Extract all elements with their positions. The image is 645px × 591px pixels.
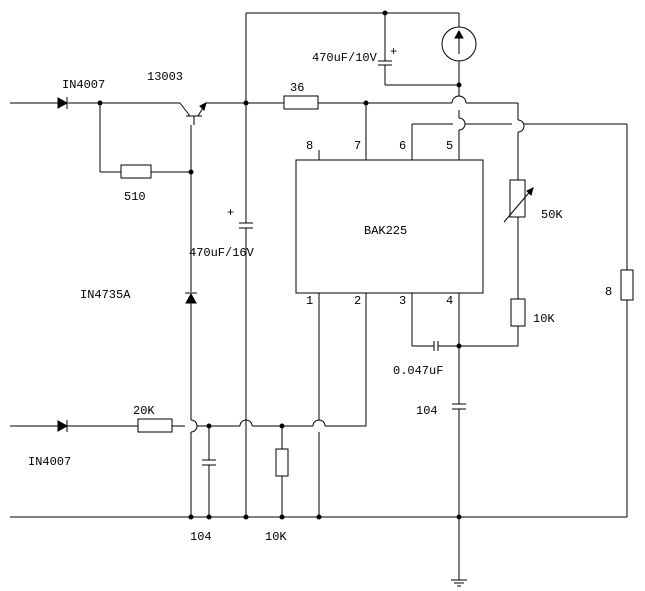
cap-470-16-plus: + bbox=[227, 206, 234, 220]
pin-8: 8 bbox=[306, 139, 313, 153]
cap-104-bottom-label: 104 bbox=[190, 530, 212, 544]
resistor-510 bbox=[120, 164, 152, 179]
pin-1: 1 bbox=[306, 294, 313, 308]
junction-dot bbox=[206, 514, 212, 520]
cap-470-10-label: 470uF/10V bbox=[312, 51, 378, 65]
cap-470-10-plus: + bbox=[390, 45, 397, 59]
capacitor-470uf-16v bbox=[239, 222, 253, 229]
diode-top bbox=[57, 97, 69, 109]
ground-icon bbox=[451, 579, 467, 587]
resistor-10k-right bbox=[510, 298, 526, 327]
cap-0047-label: 0.047uF bbox=[393, 364, 443, 378]
junction-dot bbox=[279, 514, 285, 520]
resistor-36 bbox=[283, 95, 319, 110]
ic-bak225 bbox=[295, 159, 484, 294]
pin-5: 5 bbox=[446, 139, 453, 153]
pin-3: 3 bbox=[399, 294, 406, 308]
junction-dot bbox=[316, 514, 322, 520]
resistor-510-label: 510 bbox=[124, 190, 146, 204]
cap-104-right-label: 104 bbox=[416, 404, 438, 418]
diode-bottom bbox=[57, 420, 69, 432]
diode-bottom-label: IN4007 bbox=[28, 455, 71, 469]
r-20k-label: 20K bbox=[133, 404, 155, 418]
transistor-13003 bbox=[179, 102, 207, 172]
resistor-20k bbox=[137, 418, 173, 433]
current-source bbox=[441, 13, 477, 85]
r-10k-right-label: 10K bbox=[533, 312, 555, 326]
capacitor-104-bottom bbox=[202, 459, 216, 466]
pin-6: 6 bbox=[399, 139, 406, 153]
diode-top-label: IN4007 bbox=[62, 78, 105, 92]
ic-name: BAK225 bbox=[364, 224, 407, 238]
r-10k-bottom-label: 10K bbox=[265, 530, 287, 544]
transistor-label: 13003 bbox=[147, 70, 183, 84]
cap-470-16-label: 470uF/16V bbox=[189, 246, 255, 260]
zener-diode bbox=[185, 292, 197, 304]
junction-dot bbox=[188, 514, 194, 520]
speaker-8-ohm bbox=[620, 269, 634, 301]
zener-label: IN4735A bbox=[80, 288, 131, 302]
junction-dot bbox=[188, 169, 194, 175]
pin-2: 2 bbox=[354, 294, 361, 308]
capacitor-470uf-10v bbox=[378, 13, 459, 86]
capacitor-0047uf bbox=[433, 341, 439, 351]
resistor-10k-bottom bbox=[275, 448, 289, 477]
potentiometer-50k bbox=[503, 179, 534, 223]
pot-50k-label: 50K bbox=[541, 208, 563, 222]
pin-4: 4 bbox=[446, 294, 453, 308]
capacitor-104-right bbox=[452, 403, 466, 410]
r-8-label: 8 bbox=[605, 285, 612, 299]
resistor-36-label: 36 bbox=[290, 81, 304, 95]
junction-dot bbox=[456, 343, 462, 349]
junction-dot bbox=[243, 514, 249, 520]
pin-7: 7 bbox=[354, 139, 361, 153]
